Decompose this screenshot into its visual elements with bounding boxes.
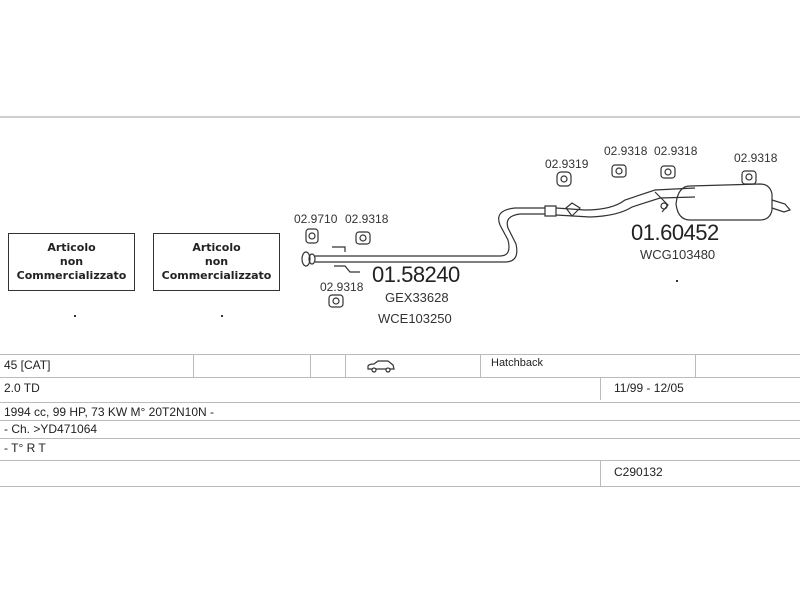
rubber-hanger-7 xyxy=(741,170,757,185)
part-label: 02.9318 xyxy=(320,280,364,294)
rubber-hanger-4 xyxy=(556,171,572,187)
table-row-top-border xyxy=(0,354,800,355)
marker-dot xyxy=(221,315,223,317)
middle-pipe-ref: GEX33628 xyxy=(385,290,449,305)
marker-dot xyxy=(676,280,678,282)
code-cell: C290132 xyxy=(614,465,663,479)
rubber-hanger-2 xyxy=(355,231,371,245)
part-label: 02.9318 xyxy=(604,144,648,158)
middle-pipe-number: 01.58240 xyxy=(372,262,460,287)
part-label: 02.9319 xyxy=(545,157,589,171)
table-row-bottom-border xyxy=(0,486,800,487)
box-line: Articolo xyxy=(47,241,96,254)
part-label: 02.9318 xyxy=(734,151,778,165)
rubber-hanger-3 xyxy=(328,294,344,308)
column-divider xyxy=(600,378,601,400)
rear-silencer-ref: WCG103480 xyxy=(640,247,716,262)
rubber-hanger-1 xyxy=(305,228,319,244)
silencer-hanger xyxy=(654,191,669,213)
front-flange-2 xyxy=(308,253,316,265)
note-cell: - T° R T xyxy=(4,441,46,455)
column-divider xyxy=(695,355,696,377)
exhaust-diagram xyxy=(301,164,792,308)
front-flange xyxy=(301,251,311,267)
silencer-clamp xyxy=(660,202,668,210)
column-divider xyxy=(480,355,481,377)
column-divider xyxy=(193,355,194,377)
model-cell: 45 [CAT] xyxy=(4,358,51,372)
engine-cell: 2.0 TD xyxy=(4,381,40,395)
car-icon xyxy=(367,360,395,373)
marker-dot xyxy=(74,315,76,317)
rear-pipe-lower xyxy=(555,196,696,218)
table-row-border xyxy=(0,402,800,403)
box-line: non xyxy=(204,255,229,268)
joint-clip xyxy=(565,202,581,217)
table-row-border xyxy=(0,420,800,421)
chassis-cell: - Ch. >YD471064 xyxy=(4,422,98,436)
part-label: 02.9710 xyxy=(294,212,338,226)
middle-pipe-ref: WCE103250 xyxy=(378,311,452,326)
box-line: Articolo xyxy=(192,241,241,254)
column-divider xyxy=(345,355,346,377)
box-line: non xyxy=(59,255,84,268)
table-row-border xyxy=(0,438,800,439)
years-cell: 11/99 - 12/05 xyxy=(614,381,684,395)
not-available-box-1: Articolo non Commercializzato xyxy=(8,233,135,291)
column-divider xyxy=(310,355,311,377)
tailpipe xyxy=(771,199,792,213)
rear-silencer xyxy=(675,183,773,221)
not-available-box-2: Articolo non Commercializzato xyxy=(153,233,280,291)
box-line: Commercializzato xyxy=(161,269,272,282)
table-row-border xyxy=(0,377,800,378)
bracket-upper xyxy=(332,246,346,252)
pipe-joint xyxy=(544,205,557,217)
rear-pipe xyxy=(555,187,696,211)
middle-pipe-lower xyxy=(315,213,545,263)
top-divider xyxy=(0,116,800,118)
part-label: 02.9318 xyxy=(654,144,698,158)
box-line: Commercializzato xyxy=(16,269,127,282)
bracket-lower xyxy=(334,265,360,273)
middle-pipe xyxy=(315,207,545,257)
body-type-cell: Hatchback xyxy=(491,357,543,369)
rubber-hanger-6 xyxy=(660,165,676,179)
spec-cell: 1994 cc, 99 HP, 73 KW M° 20T2N10N - xyxy=(4,405,215,419)
table-row-border xyxy=(0,460,800,461)
rear-silencer-number: 01.60452 xyxy=(631,220,719,245)
rubber-hanger-5 xyxy=(611,164,627,178)
part-label: 02.9318 xyxy=(345,212,389,226)
column-divider xyxy=(600,461,601,486)
